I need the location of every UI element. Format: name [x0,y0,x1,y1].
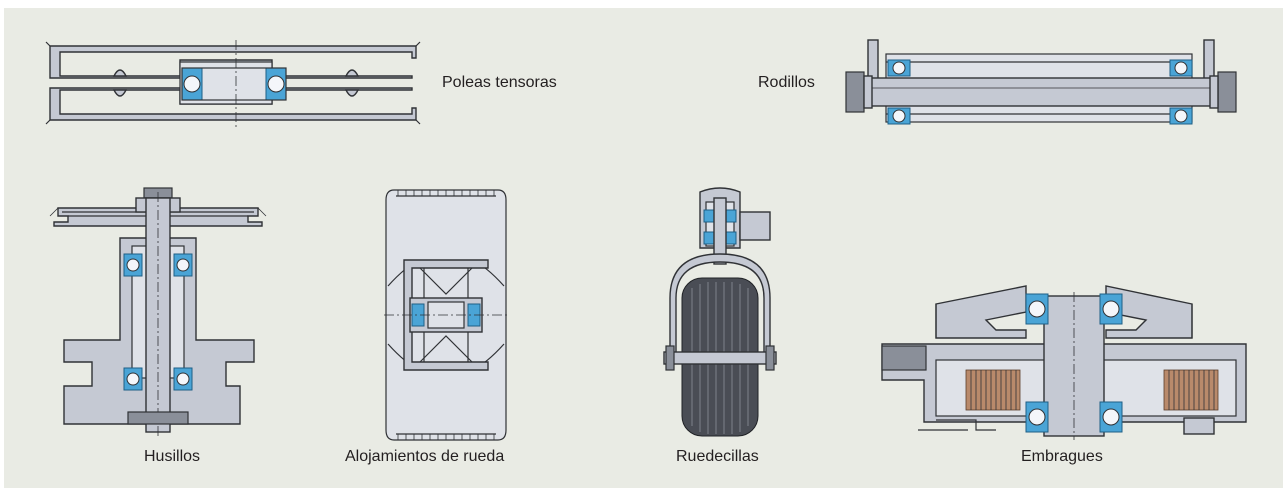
label-wheel-hubs: Alojamientos de rueda [345,448,505,465]
clutch-shaft [1043,292,1105,440]
clutch-pulley [935,285,1193,339]
label-caster-wheels: Ruedecillas [676,448,759,465]
spindle-drawing [49,187,267,436]
label-clutches: Embragues [1021,448,1103,465]
pulley-body [45,41,421,125]
wheel-hub-drawing [384,189,508,441]
roller-drawing [845,39,1237,125]
clutch-drawing [881,285,1247,440]
clutch-bearings [1025,293,1123,433]
hub [384,297,508,333]
rim [403,259,489,371]
roller-bearings [887,59,1193,125]
pulley-bearings [181,67,287,101]
spindle-bearings [123,253,193,391]
caster-axle [663,345,777,371]
tread [397,190,495,440]
caster-wheel-drawing [663,187,777,437]
roller-shaft [845,71,1237,113]
label-idler-pulleys: Poleas tensoras [442,74,557,91]
label-rollers: Rodillos [758,74,815,91]
idler-pulley-drawing [45,40,421,130]
caster-mount [699,187,771,265]
clutch-coils [965,369,1219,411]
label-spindles: Husillos [144,448,201,465]
spindle-shaft [127,192,189,436]
